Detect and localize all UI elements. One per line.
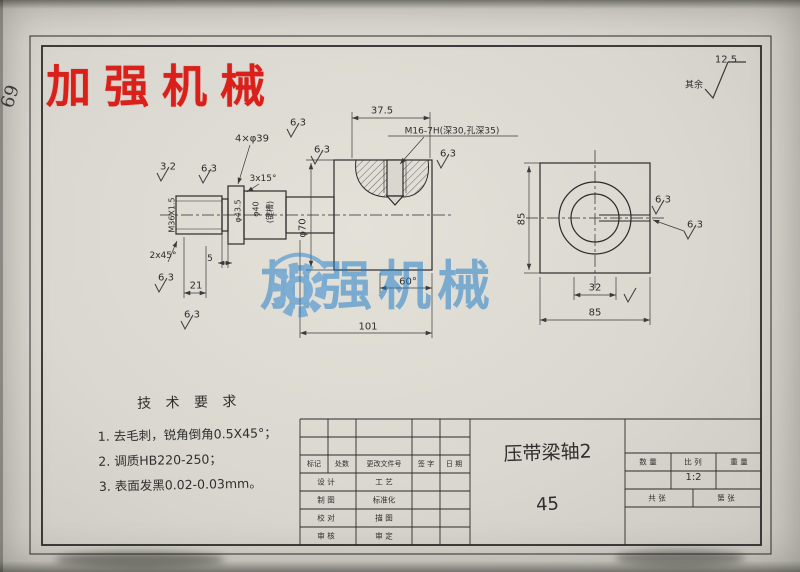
dimension-lines	[167, 112, 685, 338]
title_block-label: 共 张	[648, 493, 666, 503]
drawing-label: 6.3	[314, 144, 330, 156]
corner-label: 12.5	[714, 54, 738, 66]
scale-value: 1:2	[685, 472, 702, 483]
drawing-label: 21	[189, 280, 203, 292]
title_block-label: 描 图	[375, 513, 393, 523]
drawing-label: φ40	[251, 201, 261, 217]
technical-requirements: 技 术 要 求 1. 去毛刺，锐角倒角0.5X45°； 2. 调质HB220-2…	[97, 390, 278, 499]
drawing-label: M36X1.5	[167, 197, 177, 233]
title_block-label: 校 对	[317, 513, 335, 523]
title_block-label: 更改文件号	[366, 460, 402, 468]
drawing-label: 6.3	[440, 148, 456, 160]
drawing-label: 6.3	[655, 194, 671, 206]
drawing-label: M16-7H(深30,孔深35)	[404, 126, 500, 137]
drawing-label: 3.2	[160, 161, 176, 173]
drawing-label: 60°	[399, 276, 417, 288]
tech-requirement-item: 1. 去毛刺，锐角倒角0.5X45°；	[97, 425, 277, 444]
part-name: 压带梁轴2	[503, 440, 592, 466]
roughness-symbols	[154, 61, 746, 331]
title_block-label: 工 艺	[375, 477, 393, 487]
watermark: 加强机械	[260, 244, 496, 320]
title_block-label: 设 计	[317, 477, 335, 487]
title_block-label: 处数	[335, 460, 349, 468]
title_block-label: 日 期	[445, 460, 463, 468]
tech-requirement-item: 3. 表面发黑0.02-0.03mm。	[98, 475, 262, 494]
drawing-label: 85	[588, 307, 602, 319]
drawing-label: 5	[207, 254, 213, 264]
title_block-label: 数 量	[639, 457, 657, 467]
drawing-label: 85	[516, 212, 528, 226]
gear-icon	[270, 252, 328, 318]
drawing-label: 37.5	[370, 105, 394, 117]
title_block-label: 制 图	[317, 495, 335, 505]
title_block-label: 审 定	[375, 531, 393, 541]
title_block-label: 签 字	[417, 460, 435, 468]
corner-label: 其余	[684, 80, 704, 91]
title_block-label: 审 核	[317, 531, 335, 541]
drawing-label: 3x15°	[249, 174, 277, 184]
drawing-label: 101	[358, 321, 378, 333]
title_block-label: 标准化	[372, 495, 396, 505]
tech-requirement-item: 2. 调质HB220-250；	[98, 451, 223, 469]
drawing-label: 6.3	[158, 272, 174, 284]
drawing-label: (键槽)	[265, 200, 275, 224]
corner-roughness-icon	[704, 61, 746, 100]
drawing-label: φ43.5	[233, 199, 243, 223]
end-view	[526, 150, 664, 288]
title_block-label: 标记	[307, 460, 321, 468]
brand-stamp-red: 加强机械	[46, 60, 279, 113]
tech-requirements-title: 技 术 要 求	[136, 393, 242, 413]
drawing-label: 6.3	[687, 219, 703, 231]
border-frame	[29, 35, 772, 555]
drawing-label: 4×φ39	[234, 133, 270, 145]
drawing-label: 6.3	[184, 309, 200, 321]
drawing-label: φ70	[297, 218, 309, 238]
title_block-label: 比 列	[684, 457, 702, 467]
drawing-label: 6.3	[290, 117, 306, 129]
drawing-label: 32	[588, 282, 602, 294]
title_block-label: 第 张	[717, 493, 735, 503]
title-block-grid	[299, 418, 761, 545]
drawing-label: 6.3	[201, 163, 217, 175]
drawing-label: 2x45°	[149, 251, 177, 261]
title_block-label: 重 量	[730, 457, 748, 467]
